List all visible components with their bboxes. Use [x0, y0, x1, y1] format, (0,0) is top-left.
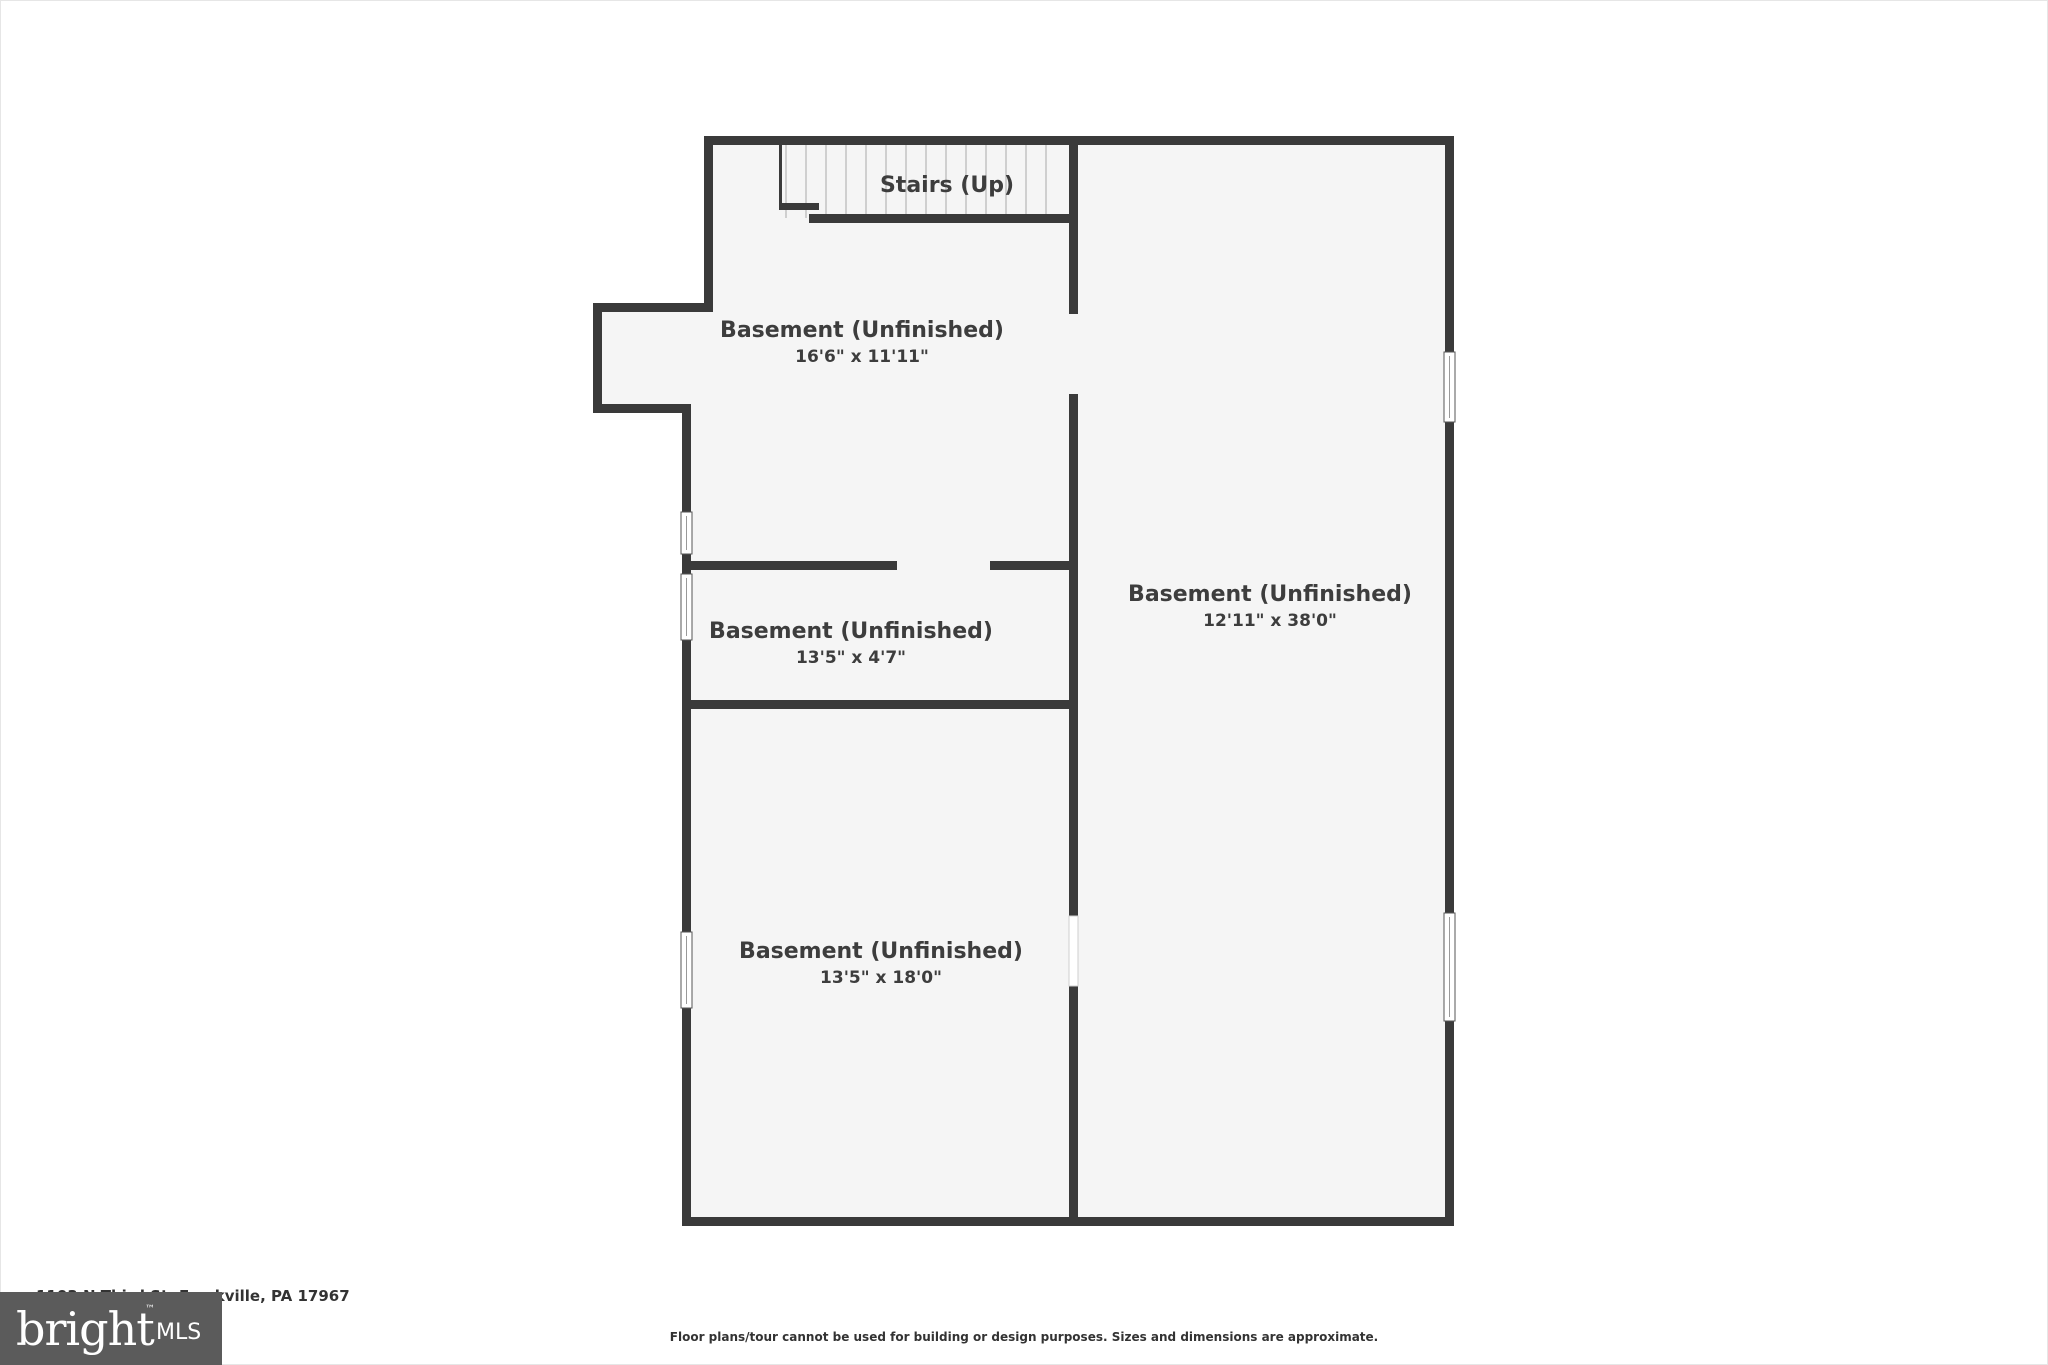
room-dimensions-basement-small: 13'5" x 4'7"	[796, 648, 906, 668]
walls	[593, 136, 1454, 1226]
bright-mls-logo: bright ™ MLS	[0, 1292, 222, 1365]
window	[1443, 912, 1456, 1022]
room-name-basement-upper-left: Basement (Unfinished)	[720, 318, 1004, 343]
room-name-basement-lower-left: Basement (Unfinished)	[739, 939, 1023, 964]
stairs-treads	[785, 145, 1047, 218]
windows	[680, 351, 1456, 1022]
disclaimer-text: Floor plans/tour cannot be used for buil…	[669, 1330, 1379, 1344]
room-dimensions-basement-lower-left: 13'5" x 18'0"	[820, 968, 942, 988]
stairs-label: Stairs (Up)	[880, 173, 1014, 198]
doorway	[1068, 915, 1079, 987]
floor-area	[598, 140, 1452, 1222]
window	[680, 573, 693, 641]
room-name-basement-right: Basement (Unfinished)	[1128, 582, 1412, 607]
room-dimensions-basement-right: 12'11" x 38'0"	[1203, 611, 1337, 631]
room-dimensions-basement-upper-left: 16'6" x 11'11"	[795, 347, 929, 367]
window	[1443, 351, 1456, 423]
logo-mls-text: MLS	[156, 1320, 202, 1345]
window	[680, 511, 693, 555]
logo-trademark: ™	[145, 1304, 155, 1315]
logo-wordmark: bright	[16, 1302, 155, 1356]
room-name-basement-small: Basement (Unfinished)	[709, 619, 993, 644]
window	[680, 931, 693, 1009]
